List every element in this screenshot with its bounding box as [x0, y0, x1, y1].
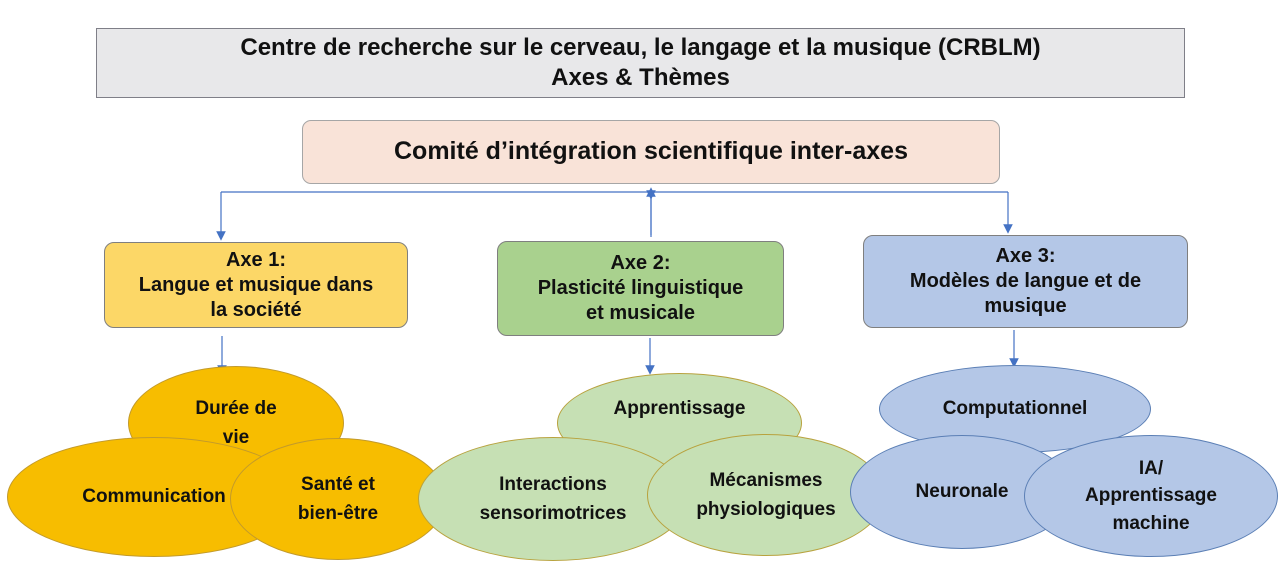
- title-line-1: Centre de recherche sur le cerveau, le l…: [240, 34, 1041, 61]
- theme-ia-line-1: IA/: [1138, 457, 1164, 479]
- axis-3-title-line-1: Modèles de langue et de: [909, 270, 1142, 292]
- axis-1-title-line-2: la société: [210, 298, 302, 321]
- theme-ia-line-2: Apprentissage: [1085, 485, 1217, 507]
- axis-3-title-line-2: musique: [984, 295, 1067, 317]
- committee-box: Comité d’intégration scientifique inter-…: [302, 120, 1000, 184]
- title-box: Centre de recherche sur le cerveau, le l…: [96, 28, 1185, 98]
- theme-interactions-line-1: Interactions: [499, 473, 607, 495]
- theme-apprentissage-label: Apprentissage: [613, 398, 746, 420]
- theme-mecanismes-line-2: physiologiques: [696, 499, 836, 520]
- title-line-2: Axes & Thèmes: [551, 64, 730, 91]
- theme-interactions-line-2: sensorimotrices: [479, 503, 627, 524]
- committee-label: Comité d’intégration scientifique inter-…: [394, 137, 908, 166]
- theme-computationnel-label: Computationnel: [942, 398, 1088, 420]
- theme-ia-apprentissage-machine: IA/ Apprentissage machine: [1024, 435, 1278, 557]
- theme-sante-line-1: Santé et: [301, 473, 375, 495]
- theme-mecanismes-line-1: Mécanismes: [709, 469, 823, 491]
- axis-1-title-line-1: Langue et musique dans: [138, 273, 374, 296]
- axis-3-box: Axe 3: Modèles de langue et de musique: [863, 235, 1188, 328]
- theme-neuronale-label: Neuronale: [915, 481, 1009, 503]
- theme-communication-label: Communication: [82, 486, 226, 508]
- theme-sante-line-2: bien-être: [297, 503, 379, 524]
- axis-2-label: Axe 2:: [610, 252, 671, 274]
- axis-2-title-line-2: et musicale: [586, 302, 695, 324]
- axis-2-title-line-1: Plasticité linguistique: [537, 277, 744, 299]
- theme-duree-line-1: Durée de: [195, 397, 277, 419]
- axis-2-box: Axe 2: Plasticité linguistique et musica…: [497, 241, 784, 336]
- axis-1-label: Axe 1:: [225, 248, 287, 271]
- axis-3-label: Axe 3:: [995, 245, 1056, 267]
- theme-duree-line-2: vie: [222, 427, 250, 448]
- theme-sante-bien-etre: Santé et bien-être: [230, 438, 446, 560]
- axis-1-box: Axe 1: Langue et musique dans la société: [104, 242, 408, 328]
- theme-interactions-sensorimotrices: Interactions sensorimotrices: [418, 437, 688, 561]
- theme-ia-line-3: machine: [1112, 512, 1190, 534]
